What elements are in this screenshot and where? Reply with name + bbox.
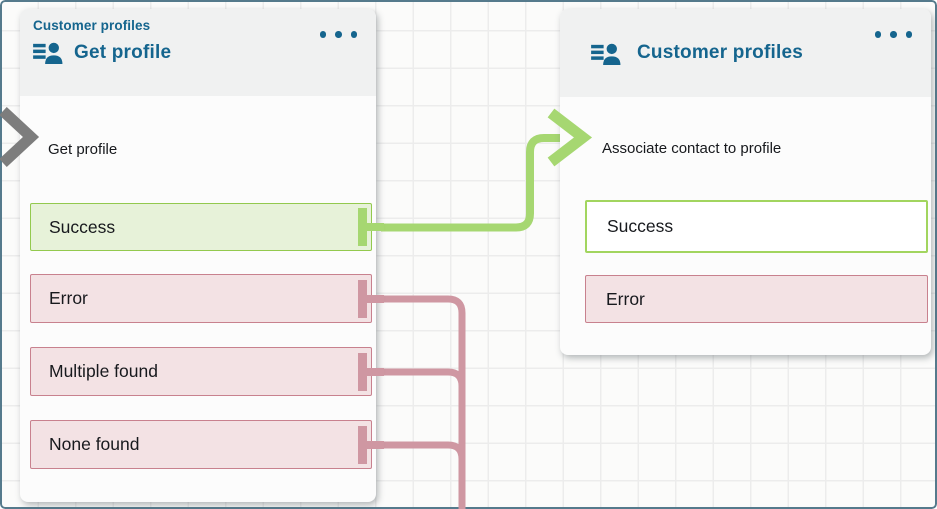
block-type-label: Customer profiles — [33, 18, 151, 33]
output-error[interactable]: Error — [585, 275, 928, 323]
output-none-found[interactable]: None found — [30, 420, 372, 469]
output-success[interactable]: Success — [30, 203, 372, 251]
output-error[interactable]: Error — [30, 274, 372, 323]
output-success[interactable]: Success — [585, 200, 928, 253]
connector-none-found-line[interactable] — [381, 441, 466, 460]
output-label: None found — [49, 434, 140, 454]
output-connector-nub[interactable] — [358, 425, 367, 464]
output-label: Error — [606, 288, 645, 309]
block-title: Get profile — [74, 41, 172, 63]
output-label: Success — [607, 216, 674, 236]
output-connector-nub[interactable] — [358, 352, 367, 391]
output-label: Success — [49, 216, 116, 237]
customer-profiles-icon — [33, 42, 63, 65]
block-header: Customer profiles — [560, 9, 931, 97]
connector-success-line[interactable] — [381, 134, 562, 232]
output-label: Multiple found — [49, 361, 158, 381]
output-connector-nub[interactable] — [358, 208, 367, 246]
block-title: Customer profiles — [637, 42, 803, 63]
ellipsis-menu-icon[interactable] — [319, 31, 357, 38]
output-connector-nub[interactable] — [358, 279, 367, 318]
output-label: Error — [49, 288, 88, 308]
step-label: Associate contact to profile — [602, 140, 782, 157]
ellipsis-menu-icon[interactable] — [874, 31, 912, 38]
connector-multiple-found-line[interactable] — [381, 368, 466, 387]
step-label: Get profile — [48, 141, 118, 158]
customer-profiles-icon — [591, 43, 621, 65]
block-get-profile[interactable]: Customer profiles Get profile Get profil… — [20, 9, 376, 502]
block-associate-contact[interactable]: Customer profiles Associate contact to p… — [560, 9, 931, 355]
connector-error-line[interactable] — [381, 295, 466, 509]
block-header: Customer profiles Get profile — [20, 9, 376, 96]
output-multiple-found[interactable]: Multiple found — [30, 347, 372, 396]
